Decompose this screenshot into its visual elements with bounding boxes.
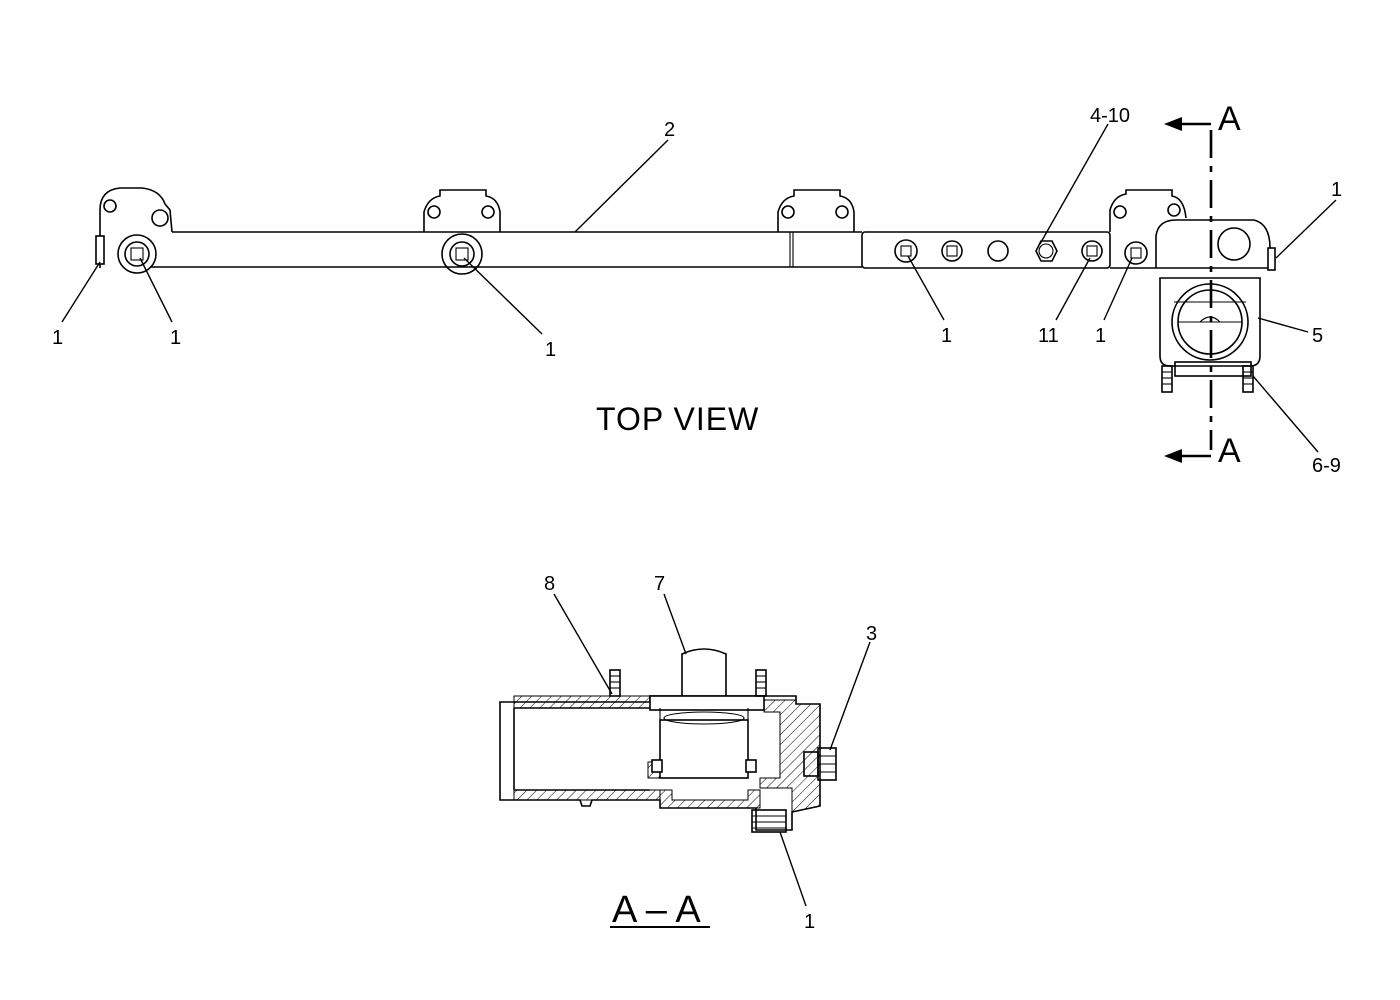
top-view-title: TOP VIEW	[596, 401, 759, 437]
section-marker-upper: A	[1218, 100, 1241, 138]
mounting-bracket-4	[1109, 189, 1187, 265]
callout-item-3: 3	[866, 623, 877, 645]
callout-item-1: 1	[804, 911, 815, 933]
housing-studs	[1161, 365, 1254, 393]
callout-plate-plug: 1	[941, 325, 952, 347]
callout-fitting: 4-10	[1090, 105, 1130, 127]
callout-item-8: 8	[544, 573, 555, 595]
callout-housing: 5	[1312, 325, 1323, 347]
callout-second-plug: 1	[545, 339, 556, 361]
section-marker-lower: A	[1218, 432, 1241, 470]
fitting-plate	[861, 231, 1111, 269]
callout-studs: 6-9	[1312, 455, 1341, 477]
callout-item-7: 7	[654, 573, 665, 595]
mounting-bracket-2	[423, 189, 501, 275]
callout-housing-plug: 1	[1331, 179, 1342, 201]
callout-tube: 2	[664, 119, 675, 141]
section-view-title: A – A	[612, 889, 701, 931]
left-end-block	[95, 187, 173, 274]
callout-first-plug: 1	[170, 327, 181, 349]
section-cut-line	[1164, 117, 1213, 463]
top-view-leaders	[61, 123, 1337, 453]
top-view-assembly	[95, 117, 1276, 463]
callout-left-end: 1	[52, 327, 63, 349]
callout-item-11: 11	[1038, 325, 1059, 347]
section-view-callouts: 8 7 3 1	[544, 573, 877, 933]
mounting-bracket-3	[777, 189, 855, 232]
callout-end-plug: 1	[1095, 325, 1106, 347]
section-view-leaders	[553, 593, 871, 907]
top-view-callouts: 1 1 1 2 1 4-10 11 1 1 5 6-9	[52, 105, 1342, 477]
end-housing	[1110, 219, 1276, 271]
section-a-a-drawing	[499, 648, 837, 833]
water-tube	[150, 231, 862, 268]
